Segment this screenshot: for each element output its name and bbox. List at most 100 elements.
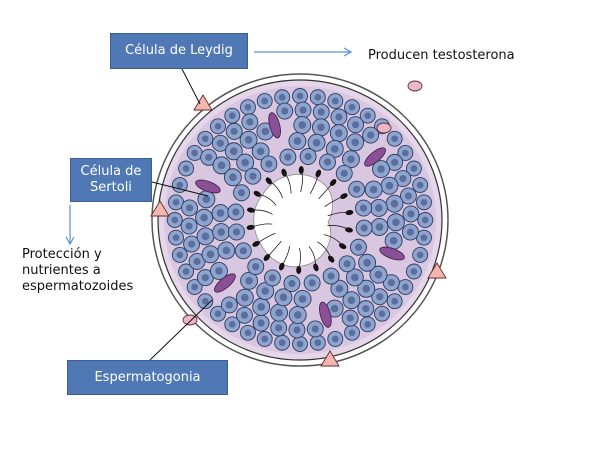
germ-cell <box>183 235 201 253</box>
germ-cell <box>347 116 364 134</box>
label-espermatogonia: Espermatogonia <box>67 360 228 395</box>
germ-cell <box>256 93 273 109</box>
spermatozoon <box>324 193 348 207</box>
spermatozoon <box>323 234 347 250</box>
germ-cell <box>178 160 195 177</box>
germ-cell <box>355 199 372 217</box>
germ-cell <box>384 231 403 250</box>
germ-cell <box>309 89 326 106</box>
spermatozoon <box>309 169 322 195</box>
germ-cell <box>371 288 389 306</box>
germ-cell <box>234 242 252 260</box>
germ-cell <box>307 133 326 152</box>
germ-cell <box>370 218 389 236</box>
germ-cell <box>223 168 242 187</box>
germ-cell <box>212 156 231 175</box>
germ-cell <box>288 306 307 324</box>
germ-cell <box>359 316 376 333</box>
germ-cell <box>239 130 258 149</box>
germ-cell <box>309 334 326 351</box>
leydig-cell <box>376 122 392 134</box>
germ-cell <box>212 223 231 242</box>
spermatozoon <box>265 177 283 199</box>
germ-cell <box>252 314 270 332</box>
germ-cell <box>251 142 270 161</box>
germ-cell <box>181 199 199 217</box>
germ-cell <box>292 88 308 104</box>
germ-cell <box>306 320 324 338</box>
spermatozoon <box>278 246 291 271</box>
germ-cell <box>380 176 399 195</box>
pointer-line-espermatogonia <box>149 299 213 361</box>
germ-cell <box>247 258 265 276</box>
germ-cell <box>385 194 404 213</box>
germ-cell <box>394 170 412 188</box>
spermatozoon <box>327 210 354 217</box>
leydig-cell <box>427 262 447 279</box>
germ-cell <box>344 99 360 116</box>
germ-cell <box>240 324 256 341</box>
germ-cell <box>386 293 403 310</box>
germ-cell <box>276 102 294 120</box>
germ-cell <box>224 316 241 333</box>
germ-cell <box>264 269 281 287</box>
germ-cell <box>312 103 330 121</box>
germ-cell <box>196 227 215 246</box>
germ-cell <box>294 101 312 119</box>
germ-cell <box>188 252 206 270</box>
germ-cell <box>252 297 271 316</box>
germ-cell <box>416 194 432 211</box>
germ-cell <box>236 153 255 172</box>
germ-cell <box>178 263 195 280</box>
germ-cell <box>201 245 220 264</box>
arrow-sertoli <box>65 205 75 246</box>
germ-cell <box>279 148 297 166</box>
germ-cell <box>346 133 365 152</box>
germ-cell <box>405 263 422 280</box>
germ-cell <box>197 190 216 209</box>
germ-cell <box>402 205 420 223</box>
sertoli-cell <box>319 301 332 328</box>
germ-cell <box>358 253 377 272</box>
spermatozoa <box>246 166 354 274</box>
germ-cell <box>233 184 250 202</box>
germ-cell <box>374 305 390 322</box>
germ-cell <box>329 124 348 143</box>
sertoli-cell <box>214 273 236 293</box>
sertoli-cell <box>268 112 281 139</box>
sertoli-cell <box>379 246 405 261</box>
germ-cell <box>274 334 291 351</box>
germ-cell <box>401 223 419 241</box>
germ-cell <box>283 275 301 292</box>
label-leydig-cell: Célula de Leydig <box>110 33 248 69</box>
leydig-cell <box>150 200 170 217</box>
germ-cell <box>196 269 214 287</box>
germ-cell <box>364 180 383 199</box>
germ-cell <box>180 217 198 235</box>
spermatozoon <box>253 190 277 206</box>
germ-cell <box>168 229 184 246</box>
arrow-leydig <box>254 47 353 57</box>
spermatozoon <box>298 166 304 193</box>
germ-cell <box>210 305 226 322</box>
spermatozoon <box>318 179 337 200</box>
spermatozoon <box>246 223 273 230</box>
spermatozoon <box>308 246 319 272</box>
germ-cell <box>417 212 434 228</box>
germ-cell <box>210 261 228 280</box>
leydig-cell <box>320 350 340 367</box>
germ-cell <box>171 246 188 263</box>
germ-cell <box>186 145 203 161</box>
germ-cell <box>350 238 367 256</box>
germ-cell <box>359 107 376 124</box>
germ-cell <box>397 145 414 161</box>
germ-cell <box>244 167 262 185</box>
germ-cell <box>322 267 340 285</box>
germ-cell <box>256 282 275 301</box>
spermatozoon <box>317 241 335 263</box>
germ-cell <box>241 113 259 131</box>
germ-cell <box>348 180 366 198</box>
label-sertoli-cell: Célula de Sertoli <box>70 158 152 202</box>
germ-cell <box>274 288 293 307</box>
